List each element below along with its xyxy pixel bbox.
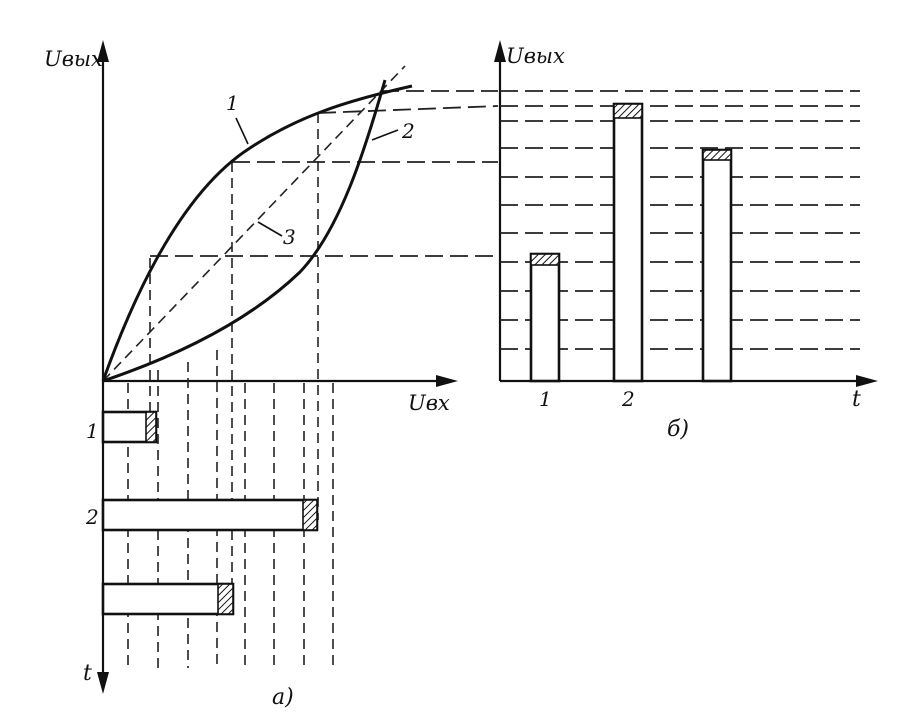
curve-1-leader	[235, 117, 249, 145]
output-bar-2	[612, 102, 644, 383]
part-a: 1 2 3 Uвых Uвх t 1 2 а)	[44, 40, 499, 710]
output-bar-3	[701, 148, 733, 383]
pulse-3-hatch	[217, 583, 234, 615]
pulse-2-label: 2	[85, 505, 99, 529]
curve-1	[101, 84, 413, 382]
output-bar-1	[529, 252, 561, 383]
curve-2	[102, 79, 387, 383]
output-bar-2-hatch	[613, 103, 643, 119]
projection-line	[317, 105, 499, 114]
uin-axis-arrow	[436, 375, 458, 387]
output-bar-1-hatch	[530, 253, 560, 266]
bar-2-label: 2	[621, 387, 635, 411]
curve-1-label: 1	[226, 91, 239, 115]
pulse-2	[101, 498, 319, 532]
uout-axis-label-a: Uвых	[44, 47, 103, 71]
part-b: Uвых t 1 2 б)	[494, 40, 878, 442]
t-axis-arrow-a	[97, 672, 109, 694]
uout-axis-label-b: Uвых	[506, 44, 565, 68]
uout-axis-arrow	[97, 40, 109, 62]
output-bar-3-hatch	[702, 149, 732, 161]
uin-axis-label: Uвх	[408, 391, 450, 415]
t-axis-label-b: t	[852, 387, 861, 412]
bar-1-label: 1	[539, 387, 552, 411]
curve-2-leader	[371, 129, 399, 141]
curve-3-linear	[102, 65, 406, 382]
pulse-1-label: 1	[86, 419, 99, 443]
caption-a: а)	[272, 685, 294, 710]
pulse-3	[101, 582, 235, 616]
curve-3-leader	[257, 221, 283, 237]
t-axis-b-arrow	[856, 375, 878, 387]
curve-3-label: 3	[283, 225, 296, 249]
curve-2-label: 2	[401, 119, 415, 143]
uout-axis-b-arrow	[494, 40, 506, 62]
caption-b: б)	[667, 417, 689, 442]
t-axis-label-a: t	[83, 661, 92, 686]
pulse-1-hatch	[145, 411, 157, 443]
pulse-2-hatch	[302, 499, 318, 531]
